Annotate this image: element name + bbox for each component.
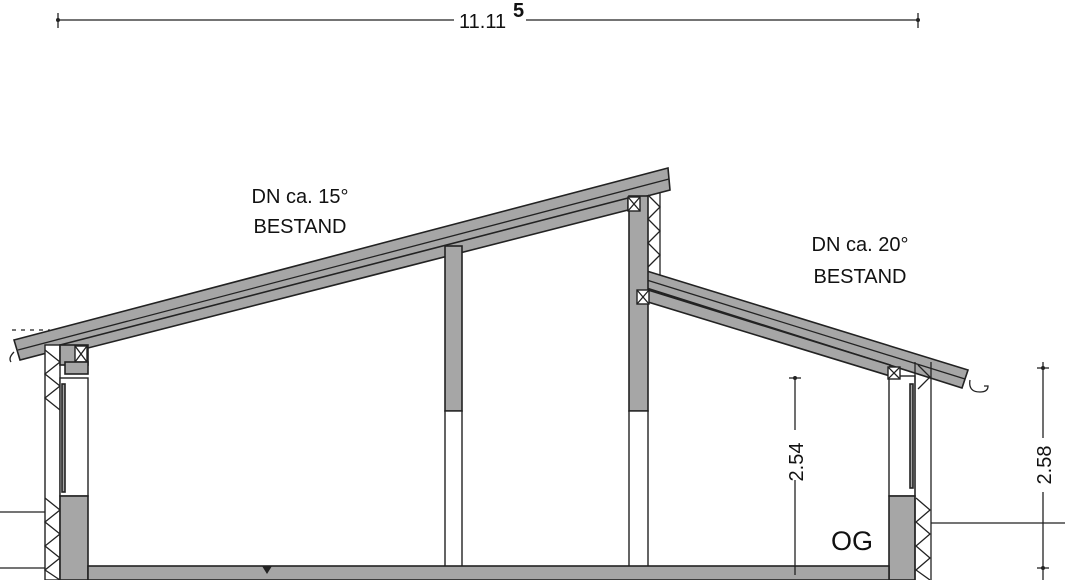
right-wall xyxy=(887,362,1065,580)
floor-slab xyxy=(87,565,890,580)
right-roof-pitch-label: DN ca. 20° xyxy=(812,234,909,256)
inner-height-dimension: 2.54 xyxy=(786,376,808,575)
floor-level-label: OG xyxy=(831,526,873,556)
inner-height-value: 2.54 xyxy=(786,443,808,482)
left-roof-status-label: BESTAND xyxy=(254,216,347,238)
center-post xyxy=(444,245,463,572)
overall-width-dimension: 11.11 5 xyxy=(56,0,920,33)
outer-height-dimension: 2.58 xyxy=(1034,362,1056,580)
left-wall xyxy=(0,344,89,580)
outer-height-value: 2.58 xyxy=(1034,446,1056,485)
right-roof xyxy=(636,266,989,393)
overall-width-superscript: 5 xyxy=(513,0,524,22)
right-roof-status-label: BESTAND xyxy=(814,266,907,288)
middle-post xyxy=(627,192,661,572)
overall-width-value: 11.11 xyxy=(459,11,506,33)
left-roof-pitch-label: DN ca. 15° xyxy=(252,186,349,208)
